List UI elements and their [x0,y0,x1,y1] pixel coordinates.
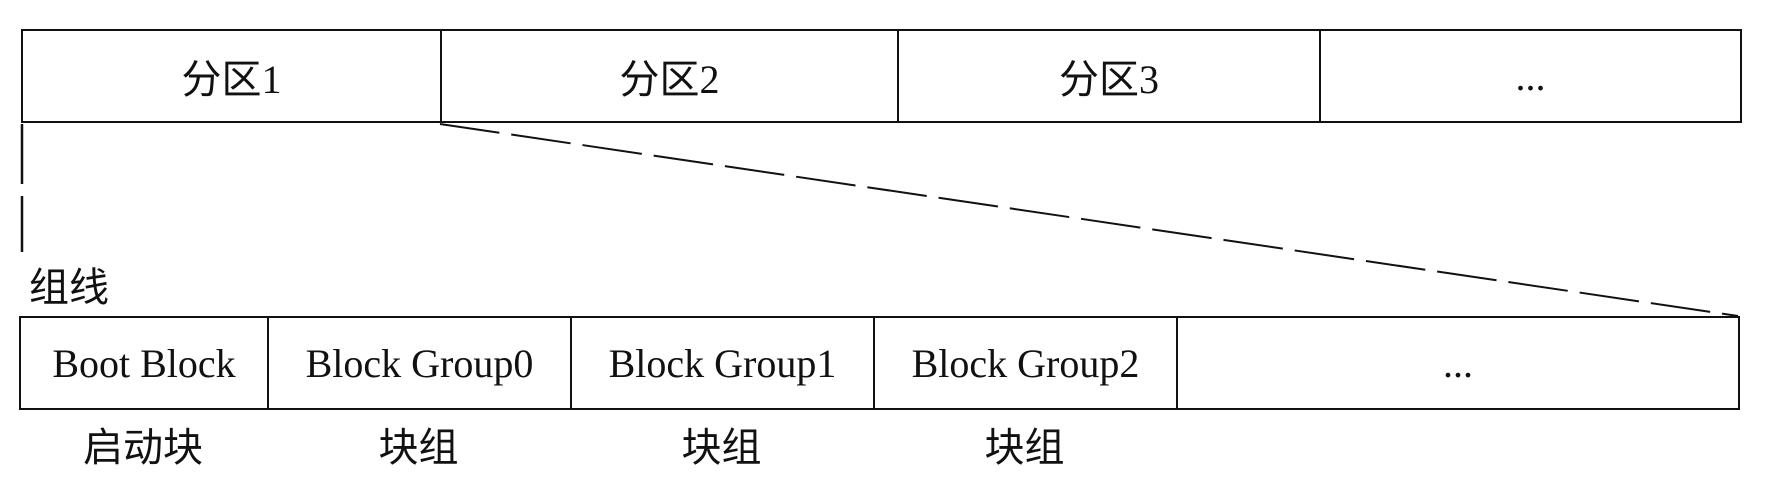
block-more-cell: ... [1443,340,1473,386]
block-group-2-cell: Block Group2 [875,318,1178,408]
group-line-label: 组线 [29,265,109,311]
boot-block-cell: Boot Block [21,318,269,408]
connector-diagonal [439,123,1739,317]
block-group-0-caption: 块组 [378,425,459,470]
partition-2-cell: 分区2 [442,31,899,121]
block-group-1-cell: Block Group1 [572,318,875,408]
block-group-2-caption: 块组 [984,425,1065,470]
partition-3-cell: 分区3 [899,31,1321,121]
boot-block-caption: 启动块 [83,425,203,470]
partition-1-cell: 分区1 [23,31,442,121]
block-group-1-caption: 块组 [681,425,762,470]
block-group-0-cell: Block Group0 [269,318,572,408]
partition-more-cell: ... [1515,53,1546,99]
partition-row: 分区1 分区2 分区3 ... [21,29,1742,123]
block-row: Boot Block Block Group0 Block Group1 Blo… [19,316,1740,410]
